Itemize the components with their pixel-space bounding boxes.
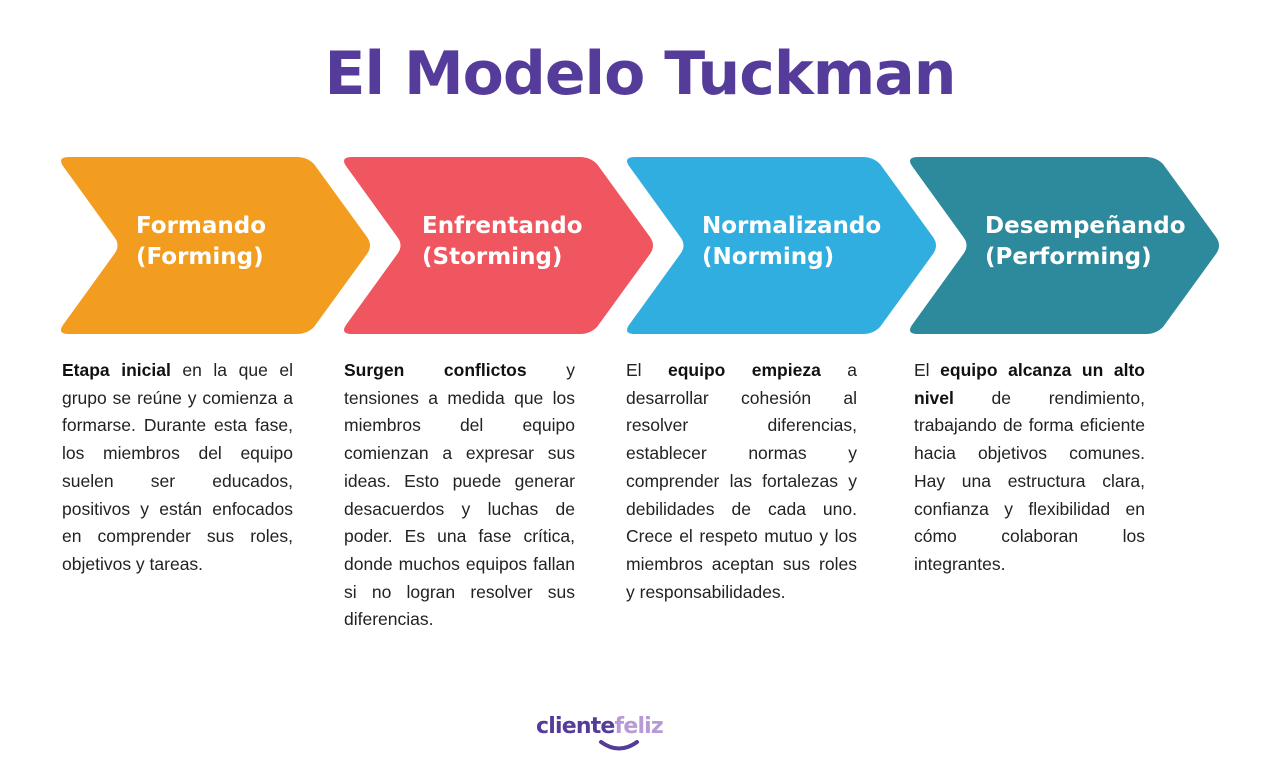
stage-subname: (Storming) bbox=[422, 244, 563, 270]
smile-icon bbox=[599, 740, 639, 751]
stage-description-performing: El equipo alcanza un alto nivel de rendi… bbox=[914, 360, 1145, 574]
stage-chevron-storming: Enfrentando (Storming) bbox=[340, 157, 658, 334]
chevron-arrow-shape bbox=[344, 157, 653, 334]
stage-description-norming: El equipo empieza a desarrollar cohesión… bbox=[626, 360, 857, 602]
stage-name: Enfrentando bbox=[422, 213, 583, 239]
stage-name: Formando bbox=[136, 213, 267, 239]
stage-description-forming: Etapa inicial en la que el grupo se reún… bbox=[62, 360, 293, 574]
stage-description-storming: Surgen conflictos y tensiones a medida q… bbox=[344, 360, 575, 630]
stage-name: Desempeñando bbox=[985, 213, 1186, 239]
logo-text-cliente: cliente bbox=[536, 714, 615, 739]
stage-chevron-performing: Desempeñando (Performing) bbox=[906, 157, 1224, 334]
stage-chevron-forming: Formando (Forming) bbox=[57, 157, 375, 334]
chevron-arrow-shape bbox=[61, 157, 370, 334]
page-title: El Modelo Tuckman bbox=[324, 39, 957, 109]
chevron-arrow-shape bbox=[910, 157, 1219, 334]
stage-chevron-norming: Normalizando (Norming) bbox=[623, 157, 941, 334]
stage-name: Normalizando bbox=[702, 213, 882, 239]
stage-title: Formando (Forming) bbox=[136, 211, 266, 273]
clientefeliz-logo: clientefeliz bbox=[536, 712, 666, 756]
stage-title: Desempeñando (Performing) bbox=[985, 211, 1186, 273]
stage-title: Enfrentando (Storming) bbox=[422, 211, 583, 273]
logo-text-feliz: feliz bbox=[614, 714, 664, 739]
stage-subname: (Norming) bbox=[702, 244, 835, 270]
chevron-arrow-shape bbox=[627, 157, 936, 334]
stage-subname: (Forming) bbox=[136, 244, 264, 270]
stage-title: Normalizando (Norming) bbox=[702, 211, 881, 273]
stage-subname: (Performing) bbox=[985, 244, 1152, 270]
